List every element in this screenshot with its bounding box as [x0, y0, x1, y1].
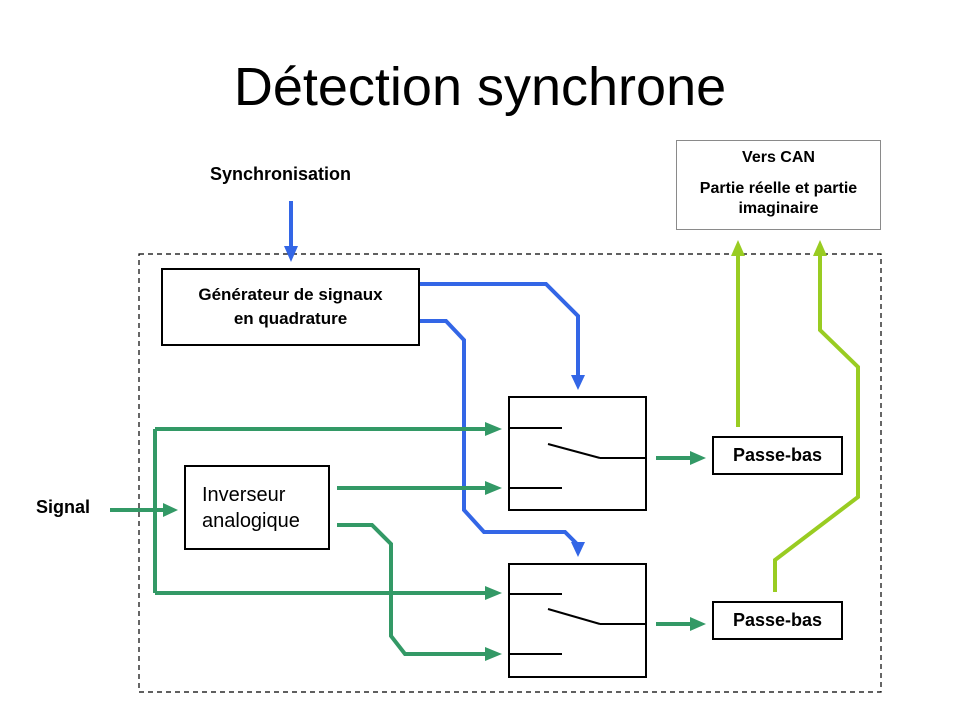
blue-wire-switch-1: [420, 282, 580, 376]
green-arrowhead-switch-1-top: [485, 422, 502, 436]
output-line-2: Partie réelle et partie: [699, 180, 858, 197]
blue-arrowhead-switch-1: [571, 375, 585, 390]
green-arrowhead-lowpass-top: [690, 451, 706, 465]
inverter-line-1: Inverseur: [202, 483, 286, 506]
blue-wire-switch-2: [420, 319, 580, 547]
generator-line-1: Générateur de signaux: [198, 285, 383, 304]
green-arrowhead-switch-2-top: [485, 586, 502, 600]
switch-2: [508, 563, 647, 678]
output-line-3: imaginaire: [738, 200, 819, 217]
output-box: Vers CAN Partie réelle et partie imagina…: [676, 140, 881, 230]
green-arrowhead-lowpass-bottom: [690, 617, 706, 631]
lime-wire-imaginary: [773, 254, 860, 592]
signal-label: Signal: [36, 497, 91, 517]
lowpass-filter-bottom: Passe-bas: [712, 601, 843, 640]
signal-arrowhead: [163, 503, 178, 517]
output-title: Vers CAN: [742, 149, 815, 166]
dashed-enclosure: [138, 253, 882, 693]
quadrature-generator-box: Générateur de signaux en quadrature: [161, 268, 420, 346]
green-arrowhead-switch-2-bottom: [485, 647, 502, 661]
lowpass-bottom-label: Passe-bas: [732, 610, 823, 630]
sync-arrowhead: [284, 246, 298, 262]
analog-inverter-box: Inverseur analogique: [184, 465, 330, 550]
green-arrowhead-switch-1-bottom: [485, 481, 502, 495]
lowpass-top-label: Passe-bas: [732, 445, 823, 465]
blue-arrowhead-switch-2: [571, 542, 585, 557]
inverter-line-2: analogique: [202, 509, 300, 532]
lime-arrowhead-real: [731, 240, 745, 256]
page-title: Détection synchrone: [233, 57, 727, 117]
lime-arrowhead-imaginary: [813, 240, 827, 256]
switch-1: [508, 396, 647, 511]
green-wire-switch-2-bottom: [337, 523, 487, 656]
synchronisation-label: Synchronisation: [210, 164, 352, 184]
generator-line-2: en quadrature: [233, 309, 348, 328]
lowpass-filter-top: Passe-bas: [712, 436, 843, 475]
